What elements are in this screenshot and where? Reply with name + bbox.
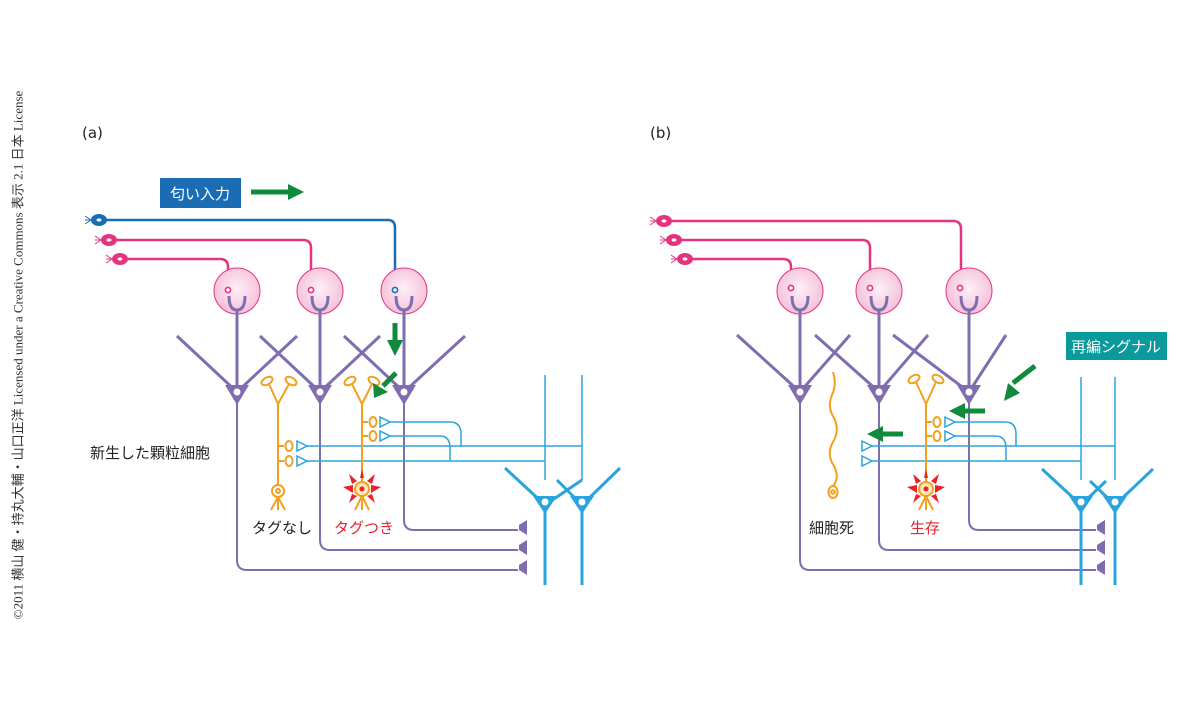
- survival-label: 生存: [910, 519, 940, 537]
- reorganization-signal-box: 再編シグナル: [1066, 332, 1167, 360]
- receptor-neuron-pink-icon: [105, 253, 128, 265]
- receptor-axons: [665, 219, 963, 290]
- left-arrow-icon: [949, 403, 985, 419]
- pyramidal-cells: [861, 377, 1155, 585]
- panel-a: (a) 匂い入力: [82, 124, 622, 585]
- receptor-axons: [100, 218, 397, 290]
- granule-cell-untagged: [260, 375, 298, 511]
- granule-cell-surviving: [907, 373, 945, 511]
- cell-death-label: 細胞死: [809, 519, 854, 537]
- newborn-granule-label: 新生した顆粒細胞: [90, 444, 210, 462]
- glomerulus: [945, 267, 993, 315]
- odor-input-box: 匂い入力: [160, 178, 241, 208]
- glomerulus: [296, 267, 344, 315]
- panel-a-label: (a): [82, 124, 103, 142]
- tagged-label: タグつき: [334, 519, 394, 537]
- granule-cell-dying: [827, 371, 839, 499]
- glomerulus: [380, 267, 428, 315]
- mitral-cells: [735, 310, 1105, 575]
- receptor-neuron-blue-icon: [84, 214, 107, 226]
- receptor-neuron-pink-icon: [659, 234, 682, 246]
- glomerulus: [213, 267, 261, 315]
- signal-arrow-icon: [1004, 364, 1037, 401]
- panel-b-label: (b): [650, 124, 671, 142]
- untagged-label: タグなし: [252, 519, 312, 537]
- diagonal-arrow-icon: [373, 371, 398, 398]
- granule-cell-tagged: [343, 375, 381, 511]
- glomerulus: [855, 267, 903, 315]
- mitral-cells: [175, 310, 527, 575]
- receptor-neuron-pink-icon: [649, 215, 672, 227]
- activation-burst-icon: [343, 469, 381, 503]
- odor-input-label: 匂い入力: [170, 185, 230, 203]
- reorganization-signal-label: 再編シグナル: [1071, 338, 1161, 356]
- receptor-neuron-pink-icon: [94, 234, 117, 246]
- glomerulus: [776, 267, 824, 315]
- pyramidal-cells: [296, 375, 622, 585]
- odor-input-arrow-icon: [251, 184, 304, 200]
- receptor-neuron-pink-icon: [670, 253, 693, 265]
- left-arrow-icon: [867, 426, 903, 442]
- panel-b: (b): [649, 124, 1167, 585]
- activation-burst-icon: [907, 469, 945, 503]
- down-arrow-icon: [387, 323, 403, 356]
